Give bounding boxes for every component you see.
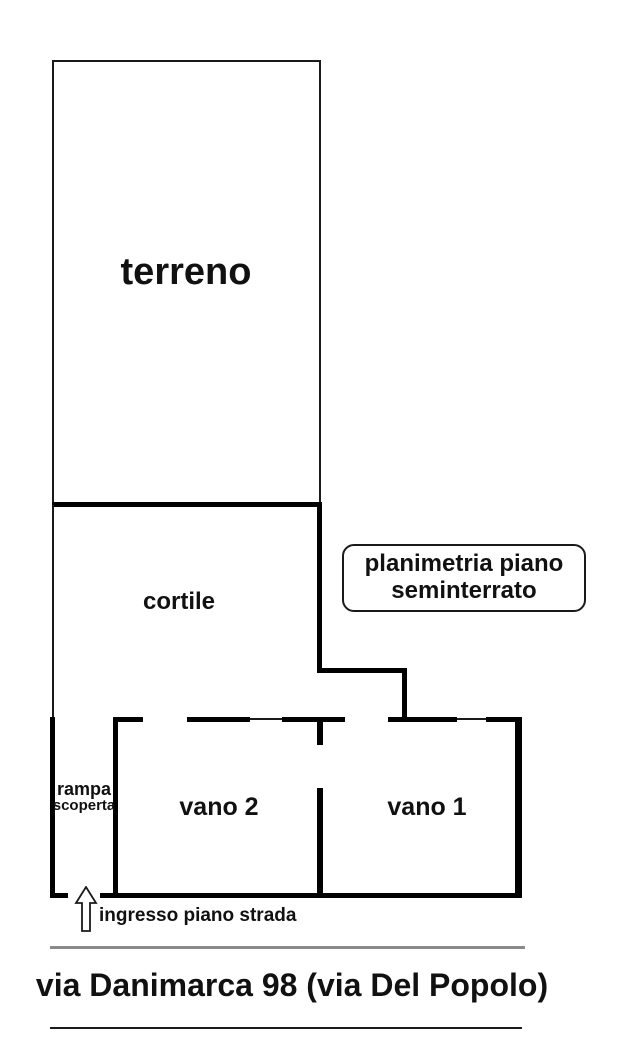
callout-line1: planimetria piano	[364, 550, 564, 578]
wall-cortile-right	[317, 502, 322, 673]
wall-vano1-right	[515, 717, 522, 898]
wall-step-horizontal	[317, 668, 407, 673]
up-arrow-icon	[74, 886, 98, 932]
room-label-terreno: terreno	[120, 251, 252, 293]
wall-bottom	[100, 893, 522, 898]
wall-top-segment-a	[115, 717, 143, 722]
room-label-vano2: vano 2	[179, 793, 259, 821]
entrance-label: ingresso piano strada	[99, 905, 297, 926]
wall-step-vertical	[402, 668, 407, 718]
rampa-label-line2: scoperta	[52, 797, 116, 814]
wall-top-segment-d	[388, 717, 457, 722]
wall-partition-stub	[317, 717, 323, 745]
rampa-label-line1: rampa	[56, 779, 112, 799]
wall-terreno-top	[52, 60, 321, 62]
room-label-vano1: vano 1	[387, 793, 467, 821]
wall-top-segment-e	[486, 717, 522, 722]
wall-rampa-left	[50, 717, 55, 898]
wall-vano2-left	[113, 717, 118, 898]
opening-thin-line-2	[457, 718, 486, 720]
page-title: via Danimarca 98 (via Del Popolo)	[35, 967, 549, 1003]
wall-terreno-left	[52, 60, 54, 503]
wall-partition	[317, 788, 323, 893]
divider-gray	[50, 946, 525, 949]
room-label-cortile: cortile	[142, 588, 216, 615]
wall-cortile-top	[52, 502, 322, 507]
room-label-rampa: rampa scoperta	[48, 780, 120, 813]
plan-callout-box: planimetria piano seminterrato	[342, 544, 586, 612]
wall-top-segment-c	[282, 717, 345, 722]
callout-line2: seminterrato	[391, 577, 537, 604]
wall-top-segment-b	[187, 717, 250, 722]
wall-rampa-bottom-stub	[50, 893, 68, 898]
wall-terreno-right	[319, 60, 321, 503]
wall-cortile-left	[52, 505, 54, 717]
divider-dark	[50, 1027, 522, 1029]
opening-thin-line-1	[250, 718, 282, 720]
